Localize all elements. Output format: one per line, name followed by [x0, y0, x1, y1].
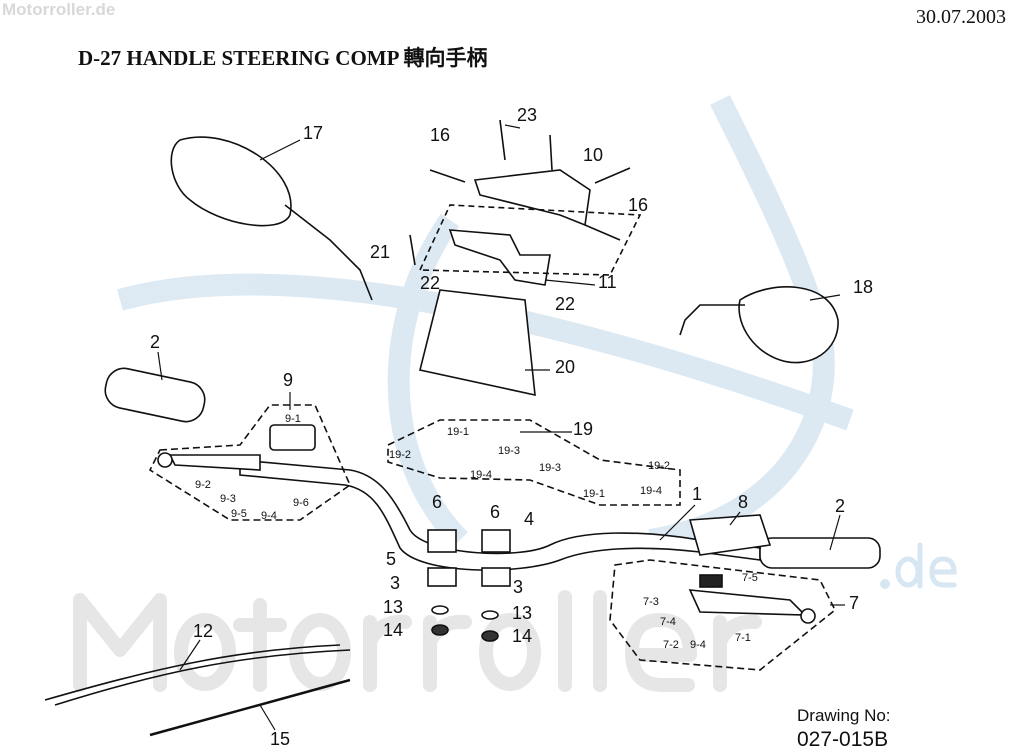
sub-part-label: 9-5 [231, 508, 247, 520]
watermark-big-lettering [73, 590, 762, 692]
part-label: 3 [513, 577, 524, 597]
switch-7-5 [699, 574, 723, 588]
part-label: 9 [283, 370, 294, 390]
watermark-suffix-lettering [880, 542, 957, 589]
sub-part-label: 19-2 [389, 449, 412, 461]
sub-part-label: 19-4 [640, 485, 663, 497]
part-label: 18 [853, 277, 874, 297]
drawing-number: 027-015B [797, 728, 889, 751]
part-label: 6 [490, 502, 501, 522]
part-label: 19 [573, 419, 594, 439]
part-label: 11 [598, 272, 617, 292]
part-label: 22 [555, 294, 576, 314]
clamp-4 [481, 529, 511, 553]
part-label: 4 [524, 509, 535, 529]
mirror-left [170, 136, 292, 227]
part-label: 6 [432, 492, 443, 512]
part-label: 1 [692, 484, 703, 504]
grip-right [759, 537, 881, 569]
part-label: 12 [193, 621, 214, 641]
bracket-11 [448, 229, 551, 286]
sub-part-label: 19-3 [498, 445, 521, 457]
sub-part-label: 9-1 [285, 413, 301, 425]
sub-part-label: 9-4 [261, 510, 277, 522]
part-label: 20 [555, 357, 576, 377]
sub-part-label: 19-2 [648, 460, 671, 472]
part-label: 3 [390, 573, 401, 593]
part-label: 15 [270, 729, 291, 749]
clamp-5 [427, 529, 457, 553]
mirror-right [738, 286, 839, 364]
sub-part-label: 9-4 [690, 639, 706, 651]
sub-part-label: 9-2 [195, 479, 211, 491]
part-label: 10 [583, 145, 604, 165]
sub-part-label: 7-3 [643, 596, 659, 608]
sub-part-label: 9-3 [220, 493, 236, 505]
part-label: 13 [512, 603, 533, 623]
sub-part-label: 7-2 [663, 639, 679, 651]
windscreen-20 [419, 289, 536, 397]
sub-part-label: 7-5 [742, 572, 758, 584]
part-label: 2 [150, 332, 161, 352]
part-label: 16 [430, 125, 451, 145]
master-cylinder-9-1 [269, 424, 316, 451]
part-label: 14 [512, 626, 533, 646]
page-title: D-27 HANDLE STEERING COMP 轉向手柄 [78, 46, 488, 70]
part-label: 17 [303, 123, 324, 143]
lever-left-9-2 [168, 454, 261, 471]
watermark-text: Motorroller.de [2, 0, 116, 19]
part-label: 2 [835, 496, 846, 516]
part-label: 14 [383, 620, 404, 640]
sub-part-label: 9-6 [293, 497, 309, 509]
sub-part-label: 19-4 [470, 469, 493, 481]
part-label: 8 [738, 492, 749, 512]
sub-part-label: 19-1 [583, 488, 606, 500]
sub-part-label: 7-4 [660, 616, 676, 628]
part-label: 13 [383, 597, 404, 617]
sub-part-label: 19-3 [539, 462, 562, 474]
grip-left [104, 367, 206, 423]
sub-part-label: 19-1 [447, 426, 470, 438]
part-label: 7 [849, 593, 860, 613]
drawing-number-label: Drawing No: [797, 706, 891, 725]
part-label: 5 [386, 549, 397, 569]
part-label: 23 [517, 105, 538, 125]
cable-15 [149, 678, 351, 737]
part-label: 22 [420, 273, 441, 293]
lever-right-7-1 [688, 589, 807, 616]
cover-10 [473, 169, 591, 227]
part-label: 16 [628, 195, 649, 215]
sub-part-label: 7-1 [735, 632, 751, 644]
date: 30.07.2003 [916, 6, 1006, 28]
part-label: 21 [370, 242, 391, 262]
cable-12 [44, 644, 341, 701]
